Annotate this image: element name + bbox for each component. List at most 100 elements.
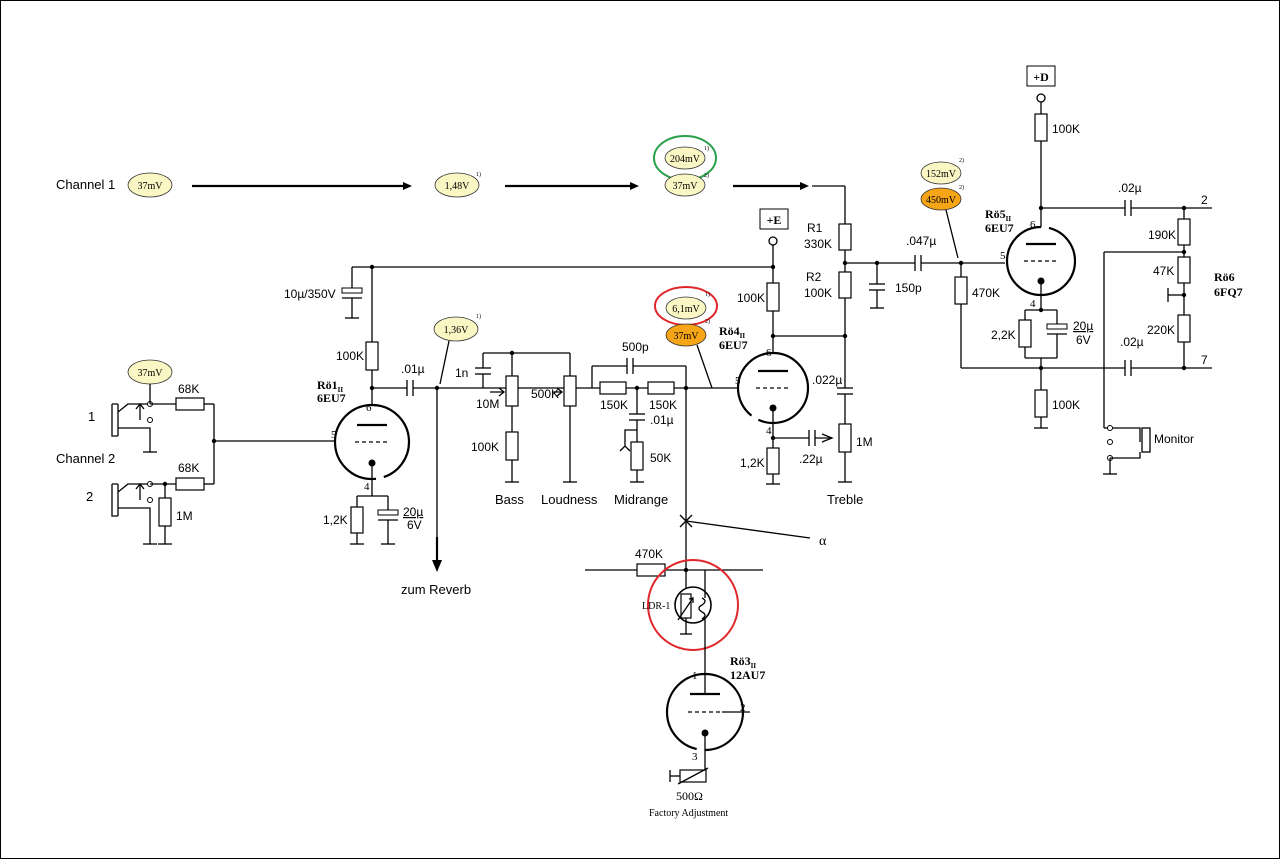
cap-20u-v5-label: 20µ [1073,319,1093,333]
r47k-label: 47K [1153,264,1174,278]
pot-500k-label: 500K [531,387,559,401]
v5-pin5: 5 [1000,250,1006,262]
badge-ch1-out-a-text: 204mV [670,154,701,165]
jack2-tip [117,483,150,493]
pot-10m-wiper [490,387,506,397]
r190k-label: 190K [1148,228,1176,242]
v5-type: 6EU7 [985,221,1014,235]
badge-v5-in-a [920,161,962,185]
r150k-1-label: 150K [600,398,628,412]
v3-name: Rö3II [730,654,756,670]
v3-pin3: 3 [692,751,698,763]
resistor-1k2-v4 [766,447,780,475]
jack1-sleeve [118,427,151,452]
channel1-label: Channel 1 [56,177,115,192]
badge-v1-lead [439,340,450,385]
v5-pin4: 4 [1030,298,1036,310]
jack1-tip [117,403,150,413]
resistor-r1 [838,223,852,251]
monitor-contact-a [1107,425,1113,431]
input-section: 1 Channel 2 2 37mV 68K 68K 1M [56,359,340,545]
badge-v5-in-a-text: 152mV [926,169,957,180]
ldr-arrow [677,597,694,621]
jack1-label: 1 [88,409,95,424]
resistor-470k-v5 [954,276,968,305]
r100k-v5-label: 100K [1052,122,1080,136]
jack2-switch [135,482,145,500]
rail-e-label: +E [767,213,782,227]
loudness-label: Loudness [541,492,598,507]
pot-10m-bass [505,375,519,407]
badge-ch1-in [127,172,173,198]
cap-01u-label: .01µ [401,362,425,376]
badge-v4-in-a [665,296,707,320]
r1m-input-label: 1M [176,509,193,523]
ldr-label: LDR-1 [642,601,670,612]
badge-ch1-in-text: 37mV [138,181,164,192]
r470k-v5-label: 470K [972,286,1000,300]
pot-1m-treble-label: 1M [856,435,873,449]
arrow-head-1 [403,182,412,190]
pot-50k-wiper [619,429,637,452]
reverb-recovery: 470K LDR-1 1 2 3 Rö3II 12AU7 500Ω Factor… [585,547,765,819]
factory-label: Factory Adjustment [649,808,728,819]
resistor-190k [1177,218,1191,246]
badge-v5-in-b [920,187,962,211]
v6-type: 6FQ7 [1214,285,1243,299]
arrow-head-3 [800,182,809,190]
badge-v1-out-text: 1,36V [444,325,470,336]
jack1-switch [135,402,145,420]
cap-10u-plate [341,287,363,294]
v1-pin4: 4 [364,481,370,493]
resistor-1m-input [158,497,172,527]
rail-d-label: +D [1033,70,1049,84]
r1-name: R1 [807,221,823,235]
r500ohm-label: 500Ω [676,789,703,803]
badge-v4-in-b [665,323,707,347]
treble-label: Treble [827,492,863,507]
r2-name: R2 [806,270,822,284]
badge-ch1-mid [434,172,480,198]
highlight-ldr-red [647,559,739,651]
treble-section: R1 330K R2 100K .022µ 1M Treble 150p .04… [804,157,1005,507]
r68k-2-label: 68K [178,461,199,475]
cap-20u-v5-volt: 6V [1076,333,1091,347]
v4-name: Rö4II [719,324,745,340]
alpha-leader [685,520,811,539]
pot-500k-wiper [552,387,564,397]
cap-20u-v5-plate [1046,323,1068,330]
resistor-2k2 [1018,319,1032,348]
badge-ch1-mid-text: 1,48V [445,181,471,192]
cap-22u-label: .22µ [799,452,823,466]
v3-pin1: 1 [692,670,698,682]
arrow-reverb [432,560,442,572]
v5-stage: +D 100K 6 5 4 Rö5II 6EU7 2,2K 20µ 6V 100… [961,65,1212,429]
tone-stack: 1n 10M 100K Bass 500K Loudness 500p 150K… [455,340,827,570]
v1-name: Rö1II [317,378,343,394]
resistor-68k-2 [175,477,205,491]
pot-1m-treble [838,423,852,453]
v4-pin4: 4 [766,425,772,437]
resistor-150k-1 [599,381,627,395]
resistor-100k-v4-plate [766,282,780,312]
r100k-v4-label: 100K [737,291,765,305]
r150k-2-label: 150K [649,398,677,412]
v3-type: 12AU7 [730,668,765,682]
cap-1n-label: 1n [455,366,468,380]
r100k-v1-label: 100K [336,349,364,363]
bass-label: Bass [495,492,524,507]
junction-r1m [162,481,168,487]
cap-10u-label: 10µ/350V [284,287,336,301]
badge-ch1-out-b [664,173,706,197]
r1k2-v4-label: 1,2K [740,456,765,470]
r2k2-label: 2,2K [991,328,1016,342]
cap-mid-label: .01µ [650,413,674,427]
resistor-100k-v5-cathode [1034,389,1048,418]
jack2-sleeve [118,507,151,544]
pot-10m-label: 10M [476,397,499,411]
v4-pin6: 6 [766,347,772,359]
pot-500ohm-arrow [677,767,709,785]
alpha-label: α [819,534,827,549]
v1-pin6: 6 [366,402,372,414]
